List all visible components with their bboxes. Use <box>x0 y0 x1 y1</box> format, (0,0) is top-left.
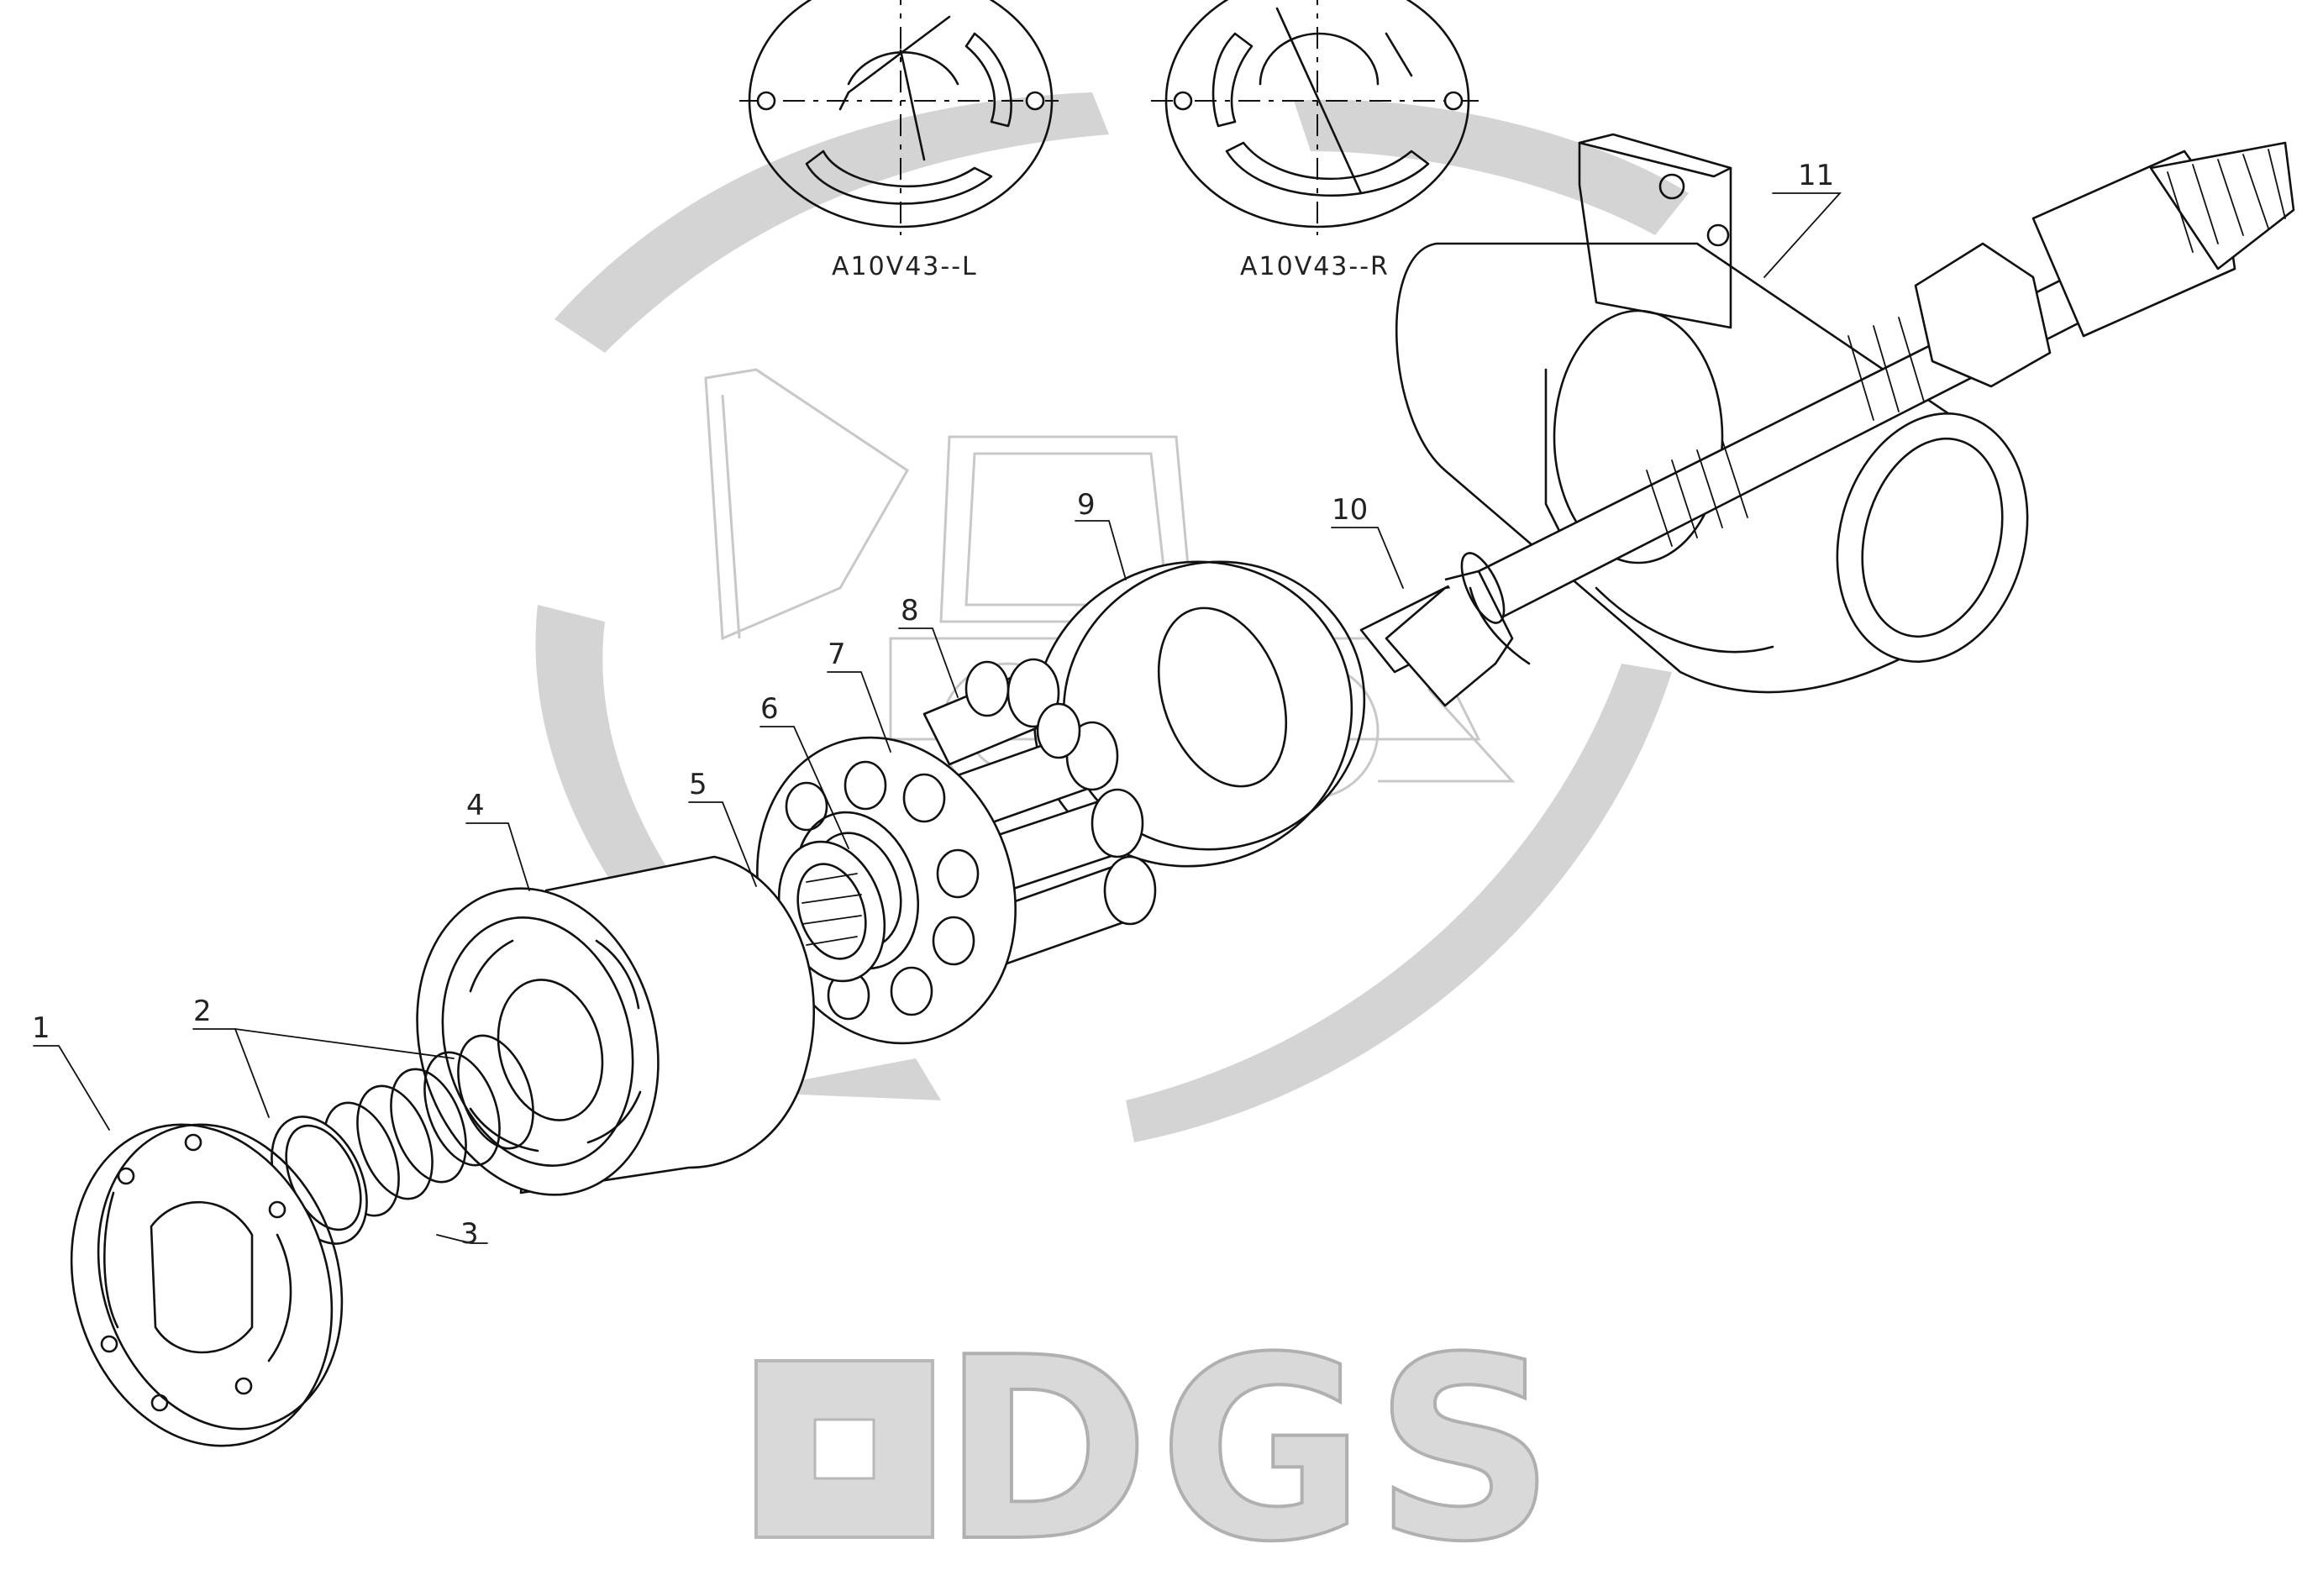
label-part-2: 2 <box>193 995 212 1028</box>
dgs-logo: DGS <box>754 1302 1564 1596</box>
label-part-6: 6 <box>760 692 779 726</box>
label-part-10: 10 <box>1332 493 1368 527</box>
part-4-cylinder-block <box>416 855 815 1196</box>
part-10-drive-shaft <box>1359 141 2295 707</box>
label-part-9: 9 <box>1077 488 1096 522</box>
label-part-11: 11 <box>1798 159 1834 192</box>
valve-plate-right-view: A10V43--R <box>1151 0 1479 281</box>
label-part-1: 1 <box>32 1011 50 1045</box>
label-part-3: 3 <box>460 1217 479 1251</box>
watermark-swooshes <box>535 92 1689 1142</box>
part-1-valve-plate <box>70 1123 344 1447</box>
logo-text: DGS <box>941 1304 1564 1596</box>
caption-left-plate: A10V43--L <box>832 252 978 281</box>
label-part-5: 5 <box>689 768 707 801</box>
label-part-4: 4 <box>466 789 485 822</box>
label-part-8: 8 <box>901 594 919 627</box>
caption-right-plate: A10V43--R <box>1240 252 1390 281</box>
valve-plate-left-view: A10V43--L <box>739 0 1059 281</box>
part-callouts: 1 2 3 4 5 6 7 8 9 10 11 <box>32 159 1842 1251</box>
label-part-7: 7 <box>828 638 846 671</box>
part-3-spring <box>323 1034 534 1217</box>
